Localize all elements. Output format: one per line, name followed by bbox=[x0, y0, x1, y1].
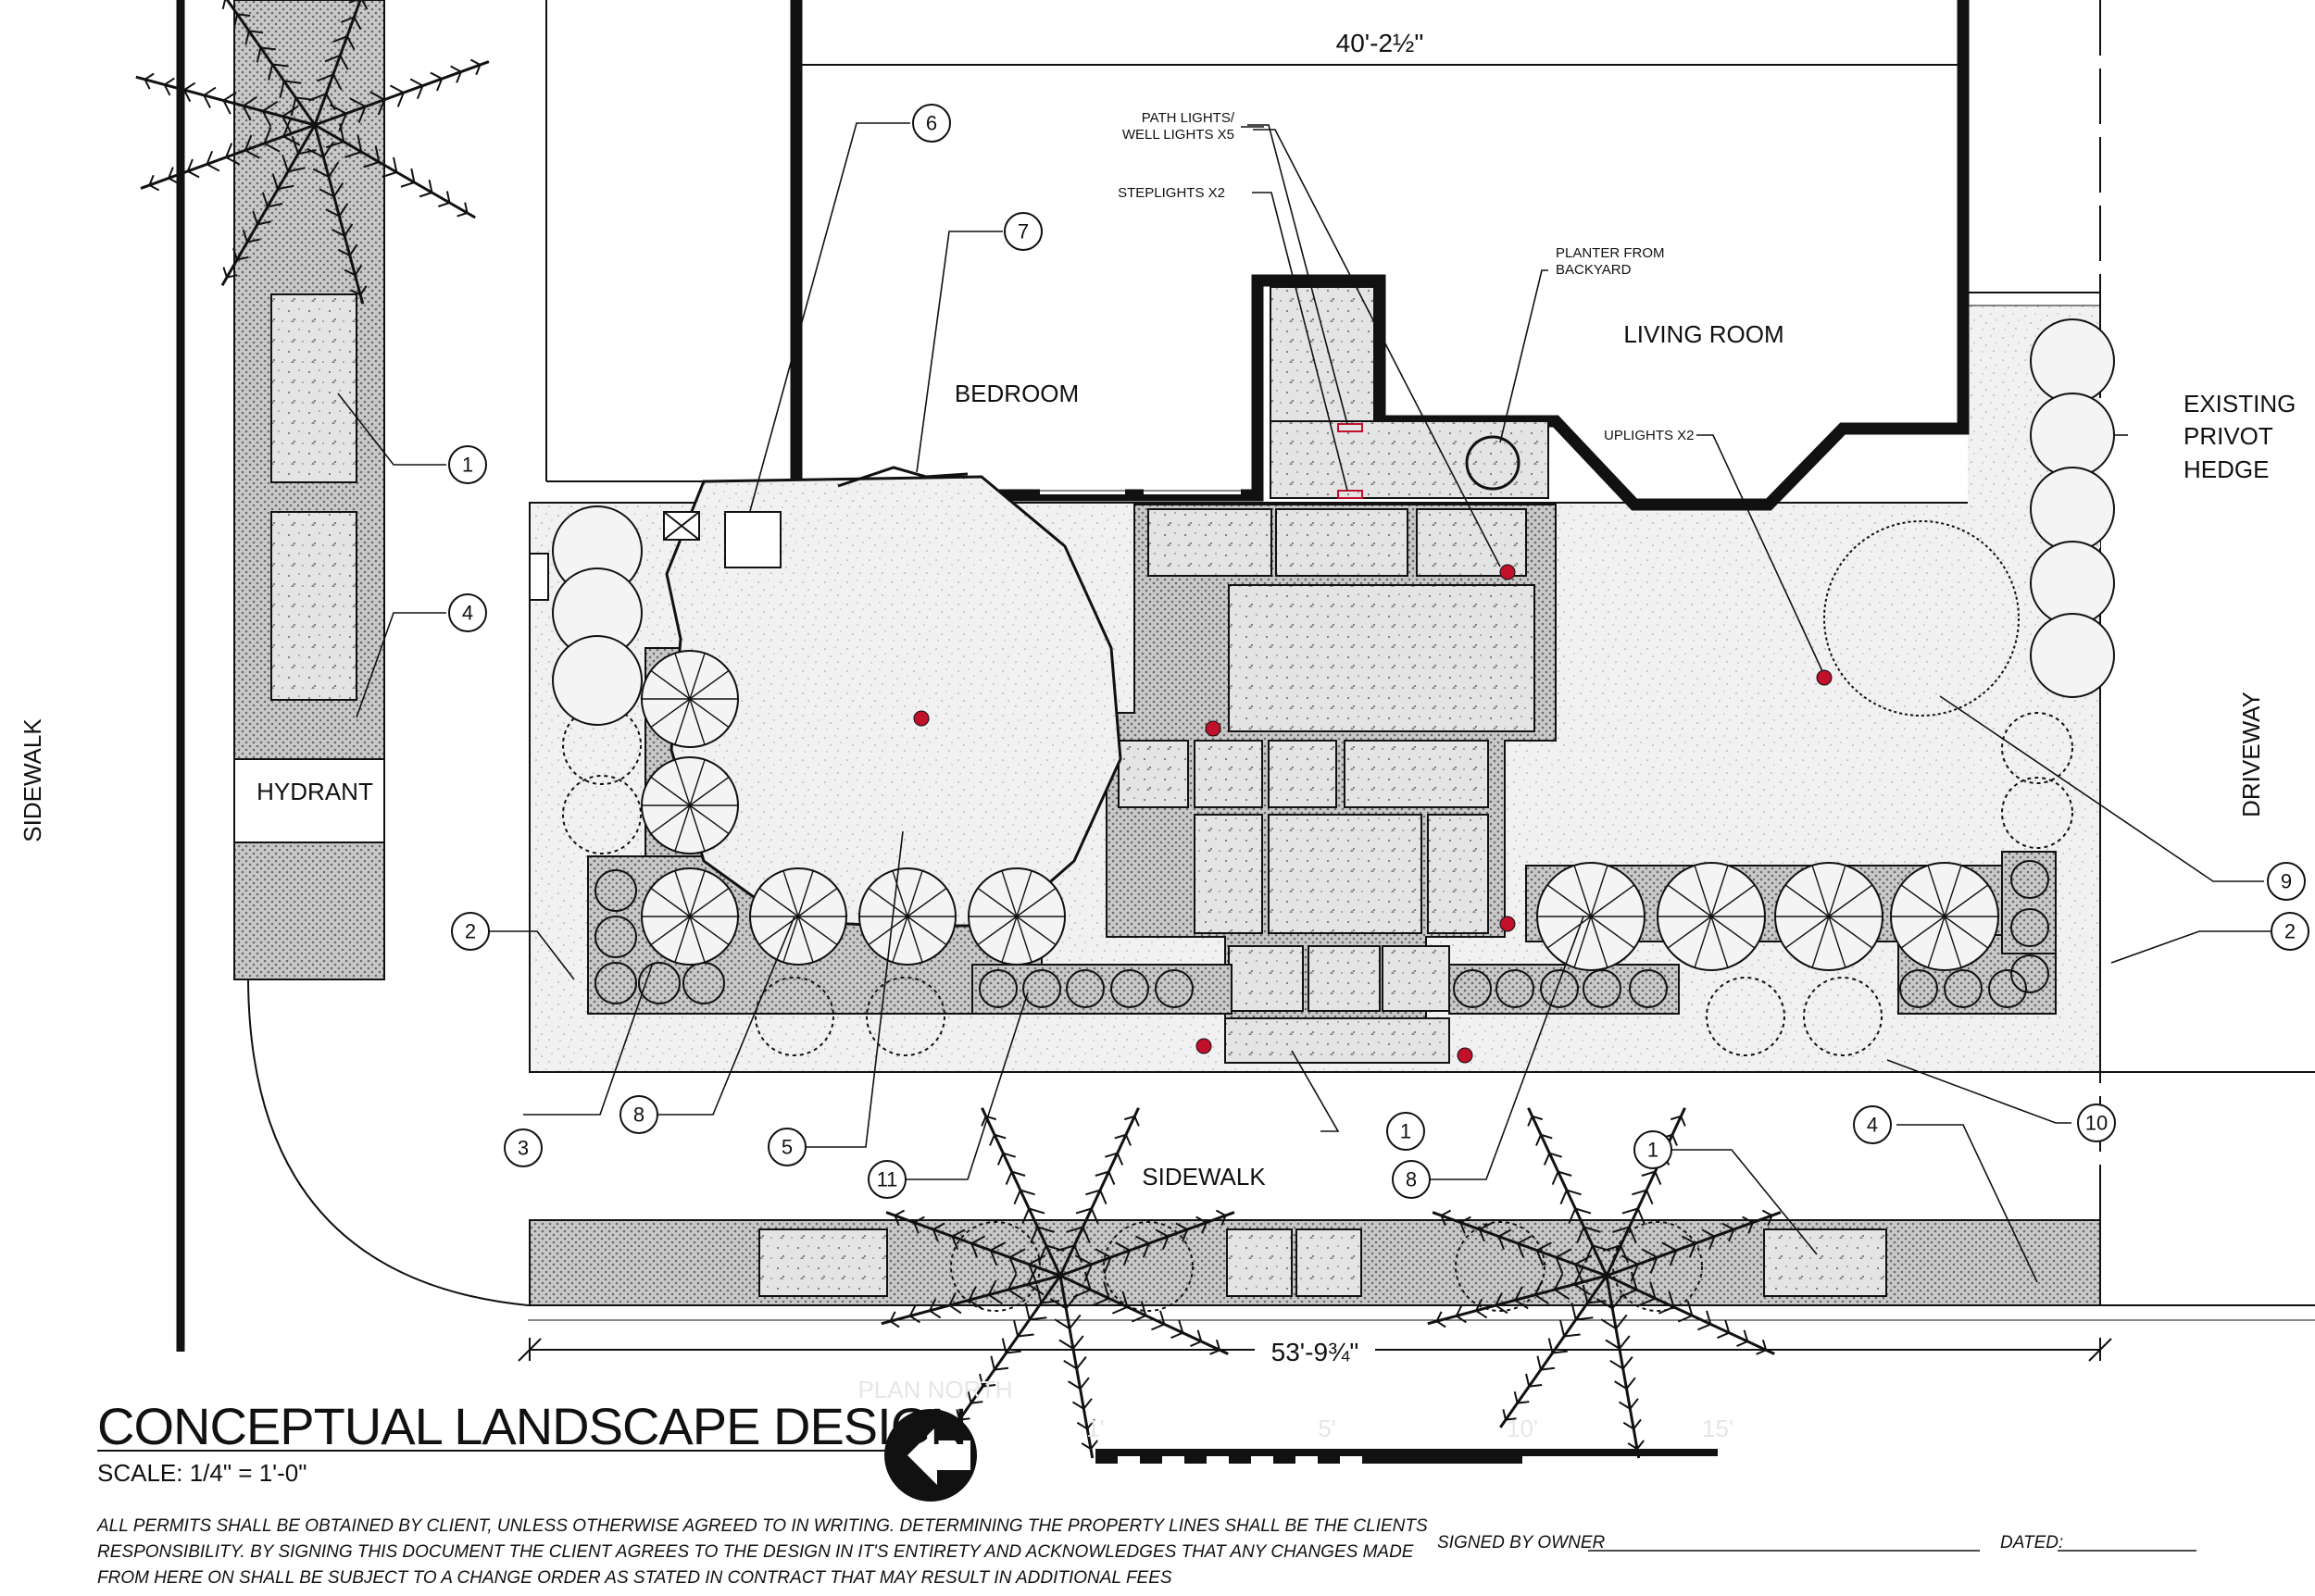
bottom-parkway-strip bbox=[529, 1219, 2315, 1306]
callout-number: 9 bbox=[2281, 870, 2292, 893]
callout-number: 4 bbox=[1867, 1114, 1878, 1137]
callout-14: 10 bbox=[2077, 1103, 2116, 1142]
radial-shrub-lines bbox=[642, 653, 1998, 968]
callout-number: 5 bbox=[782, 1136, 793, 1159]
small-shrubs bbox=[594, 860, 2049, 1008]
steplight-icon bbox=[1337, 423, 1363, 432]
scale-tick-5: 5' bbox=[1318, 1415, 1335, 1442]
hydrant-box bbox=[233, 758, 385, 843]
plan-north-label: PLAN NORTH bbox=[857, 1376, 1012, 1403]
left-parkway-strip bbox=[233, 0, 385, 980]
left-shrub-mass bbox=[529, 505, 643, 726]
callout-11: 8 bbox=[1392, 1160, 1431, 1199]
disclaimer-line-2: RESPONSIBILITY. BY SIGNING THIS DOCUMENT… bbox=[97, 1542, 1414, 1562]
corner-curve bbox=[247, 979, 529, 1306]
entry-stoop bbox=[1270, 286, 1549, 499]
paver-walkway bbox=[1106, 504, 1557, 1064]
callout-10: 1 bbox=[1386, 1112, 1425, 1151]
backyard-planter-icon bbox=[1465, 435, 1520, 491]
callout-number: 2 bbox=[2284, 920, 2296, 943]
planter-label-2: BACKYARD bbox=[1556, 262, 1632, 278]
top-dimension: 40'-2½" bbox=[1336, 29, 1424, 57]
hydrant-label: HYDRANT bbox=[257, 778, 373, 805]
utility-boxes bbox=[663, 511, 782, 568]
callout-2: 4 bbox=[448, 593, 487, 632]
callout-number: 2 bbox=[465, 920, 476, 943]
dated-label: DATED: bbox=[2000, 1533, 2063, 1552]
callout-7: 8 bbox=[619, 1095, 658, 1134]
callout-13: 4 bbox=[1853, 1105, 1892, 1144]
callout-number: 6 bbox=[926, 112, 937, 135]
callout-number: 1 bbox=[1647, 1139, 1658, 1162]
hedge-label-2: PRIVOT bbox=[2184, 422, 2273, 450]
scale-tick-10: 10' bbox=[1507, 1415, 1538, 1442]
sidewalk-bottom-label: SIDEWALK bbox=[1142, 1163, 1266, 1191]
planter-label-1: PLANTER FROM bbox=[1556, 245, 1665, 261]
callout-number: 3 bbox=[518, 1137, 529, 1160]
scale-tick-15: 15' bbox=[1702, 1415, 1733, 1442]
callout-1: 1 bbox=[448, 445, 487, 484]
callout-5: 2 bbox=[451, 912, 490, 951]
callout-9: 11 bbox=[868, 1160, 907, 1199]
room-bedroom: BEDROOM bbox=[955, 380, 1079, 407]
steplight-icon bbox=[1337, 490, 1363, 499]
room-living: LIVING ROOM bbox=[1623, 320, 1783, 348]
disclaimer-line-1: ALL PERMITS SHALL BE OBTAINED BY CLIENT,… bbox=[96, 1516, 1428, 1536]
drawing-title: CONCEPTUAL LANDSCAPE DESIGN bbox=[97, 1397, 967, 1455]
scale-tick-1: 1' bbox=[1086, 1415, 1104, 1442]
existing-hedge bbox=[2030, 318, 2115, 698]
callout-8: 5 bbox=[768, 1128, 807, 1166]
drawing-scale: SCALE: 1/4" = 1'-0" bbox=[97, 1459, 307, 1487]
steplights-label: STEPLIGHTS X2 bbox=[1118, 185, 1225, 201]
leader-lines bbox=[337, 122, 2271, 1283]
uplights-label: UPLIGHTS X2 bbox=[1604, 428, 1695, 443]
callout-12: 1 bbox=[1633, 1130, 1672, 1169]
callout-number: 8 bbox=[633, 1103, 644, 1127]
sidewalk-left-label: SIDEWALK bbox=[19, 718, 46, 842]
hedge-label-3: HEDGE bbox=[2184, 455, 2269, 483]
callout-16: 2 bbox=[2271, 912, 2309, 951]
disclaimer-line-3: FROM HERE ON SHALL BE SUBJECT TO A CHANG… bbox=[97, 1568, 1172, 1588]
dashed-shrubs bbox=[562, 705, 2073, 1312]
callout-number: 4 bbox=[462, 602, 473, 625]
landscape-lights bbox=[913, 564, 1833, 1064]
callout-number: 7 bbox=[1018, 220, 1029, 243]
callout-number: 1 bbox=[1400, 1120, 1411, 1143]
callout-number: 8 bbox=[1406, 1168, 1417, 1191]
callout-15: 9 bbox=[2267, 862, 2306, 901]
callout-4: 7 bbox=[1004, 212, 1043, 251]
palm-trees bbox=[135, 0, 1782, 1459]
hedge-label-1: EXISTING bbox=[2184, 390, 2296, 418]
callout-6: 3 bbox=[504, 1128, 543, 1167]
ornamental-tree bbox=[1823, 520, 2020, 717]
path-lights-label-1: PATH LIGHTS/ bbox=[1142, 110, 1235, 126]
bottom-dimension: 53'-9¾" bbox=[1271, 1338, 1359, 1366]
callout-number: 1 bbox=[462, 454, 473, 477]
driveway-label: DRIVEWAY bbox=[2237, 692, 2265, 817]
path-lights-label-2: WELL LIGHTS X5 bbox=[1122, 127, 1234, 143]
signed-by-owner-label: SIGNED BY OWNER bbox=[1437, 1533, 1606, 1552]
north-arrow bbox=[884, 1409, 977, 1502]
scale-bar bbox=[1095, 1449, 1718, 1464]
callout-number: 11 bbox=[877, 1168, 898, 1191]
callout-number: 10 bbox=[2085, 1112, 2108, 1135]
callout-3: 6 bbox=[912, 104, 951, 143]
